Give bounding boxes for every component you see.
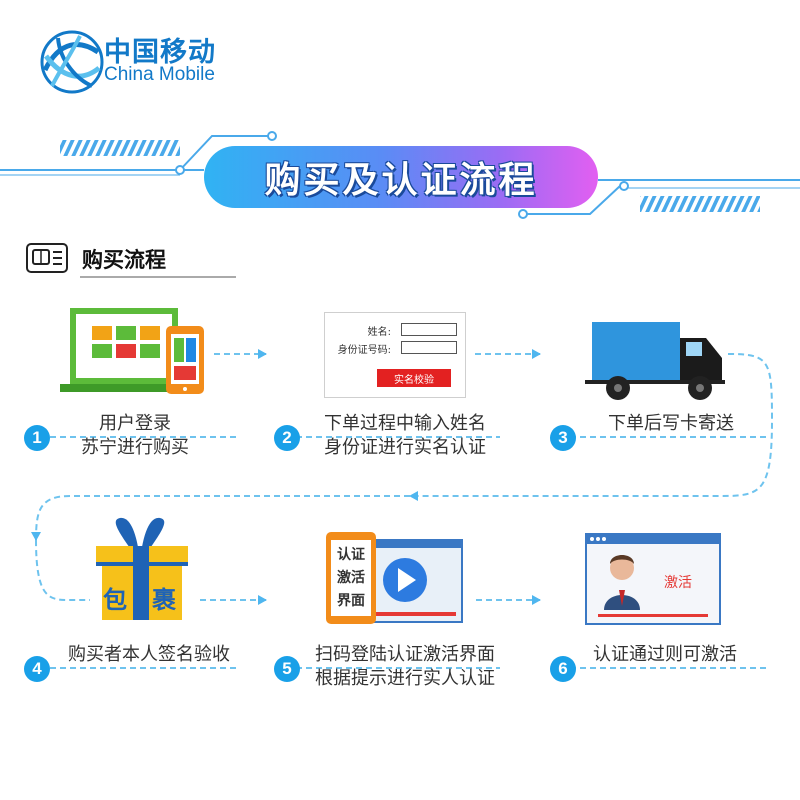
step-5-line-2: 根据提示进行实人认证 — [315, 668, 495, 689]
name-label: 姓名: — [367, 327, 391, 338]
id-number-input[interactable] — [401, 341, 457, 354]
sim-card-icon — [26, 243, 68, 273]
brand-name-en: China Mobile — [104, 64, 215, 85]
banner-decoration — [0, 131, 800, 219]
title-banner: 购买及认证流程 — [204, 146, 598, 208]
package-char-1: 包 — [103, 586, 127, 614]
step-3-text: 下单后写卡寄送 — [566, 412, 776, 436]
step-1-text: 用户登录 苏宁进行购买 — [30, 412, 240, 460]
realname-form-card: 姓名: 身份证号码: 实名校验 — [324, 312, 466, 398]
step-6-line-1: 认证通过则可激活 — [593, 644, 737, 665]
step-3-number: 3 — [550, 425, 576, 451]
step-2-number: 2 — [274, 425, 300, 451]
id-number-label: 身份证号码: — [337, 345, 391, 356]
video-side-text: 认证 激活 界面 — [332, 544, 370, 613]
china-mobile-logo — [40, 30, 104, 94]
step-5-line-1: 扫码登陆认证激活界面 — [315, 644, 495, 665]
video-side-line-3: 界面 — [337, 593, 365, 609]
step-4-text: 购买者本人签名验收 — [44, 643, 254, 667]
step-5-number: 5 — [274, 656, 300, 682]
package-illustration: 包 裹 — [96, 517, 188, 620]
step-1-line-2: 苏宁进行购买 — [81, 437, 189, 458]
step-2-line-1: 下单过程中输入姓名 — [324, 413, 486, 434]
step-1-number: 1 — [24, 425, 50, 451]
video-side-line-2: 激活 — [337, 570, 365, 586]
activation-window-illustration — [585, 533, 721, 625]
step-4-line-1: 购买者本人签名验收 — [68, 644, 230, 665]
step-4-number: 4 — [24, 656, 50, 682]
step-6-number: 6 — [550, 656, 576, 682]
login-devices-illustration — [60, 308, 204, 394]
step-6-text: 认证通过则可激活 — [560, 643, 770, 667]
delivery-truck-illustration — [585, 322, 725, 400]
step-5-text: 扫码登陆认证激活界面 根据提示进行实人认证 — [300, 643, 510, 691]
step-1-line-1: 用户登录 — [99, 413, 171, 434]
step-3-line-1: 下单后写卡寄送 — [608, 413, 734, 434]
step-2-line-2: 身份证进行实名认证 — [324, 437, 486, 458]
flow-connectors — [31, 349, 774, 669]
section-title: 购买流程 — [82, 248, 166, 272]
video-auth-illustration — [326, 532, 463, 624]
banner-title: 购买及认证流程 — [264, 160, 538, 201]
step-2-text: 下单过程中输入姓名 身份证进行实名认证 — [300, 412, 510, 460]
video-side-line-1: 认证 — [337, 547, 365, 563]
realname-verify-button[interactable]: 实名校验 — [377, 369, 451, 387]
package-char-2: 裹 — [152, 586, 177, 614]
brand-name-cn: 中国移动 — [104, 37, 216, 68]
name-input[interactable] — [401, 323, 457, 336]
activation-label: 激活 — [664, 575, 692, 591]
